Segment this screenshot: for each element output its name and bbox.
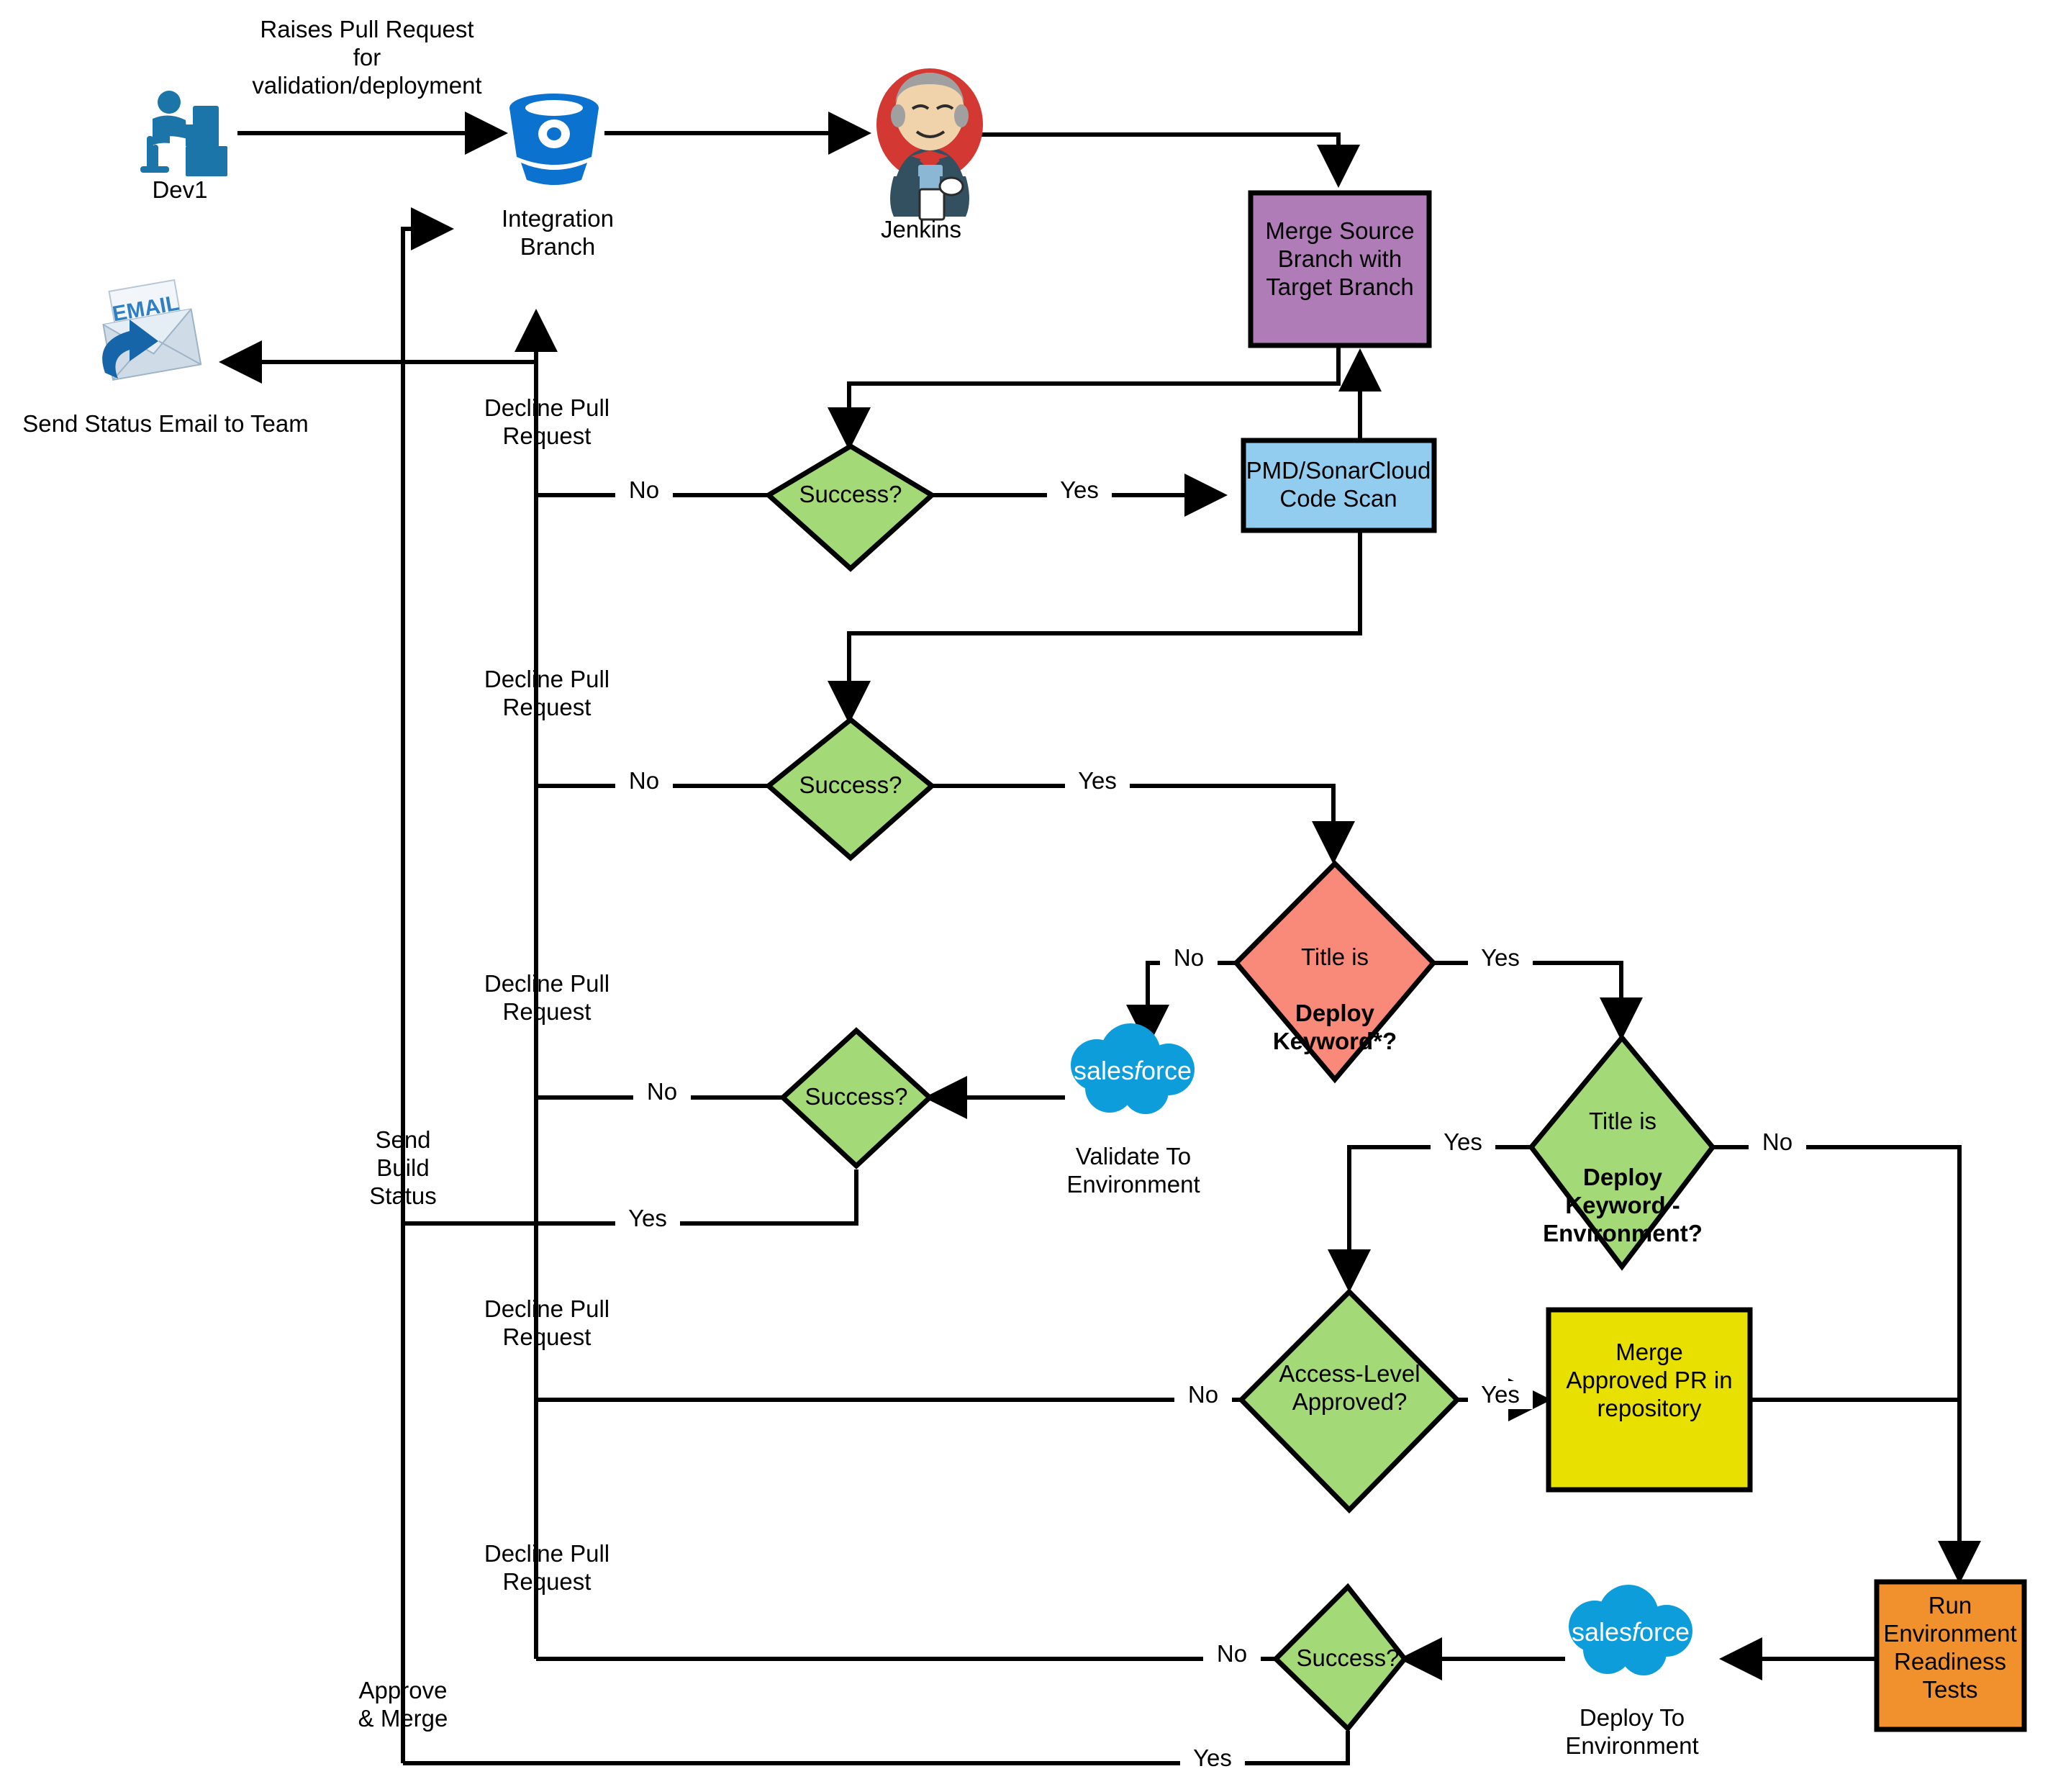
node-deploy-keyword-env bbox=[1528, 1033, 1716, 1271]
node-readiness-tests bbox=[1874, 1579, 2027, 1732]
edge-kwenv-yes bbox=[1328, 1145, 1533, 1293]
edge-label-raises-pr: Raises Pull Request for validation/deplo… bbox=[252, 16, 482, 99]
edge-success2-yes bbox=[930, 784, 1355, 864]
edge-label-decline-1: Decline Pull Request bbox=[484, 394, 610, 449]
node-label-deploy-keyword: Title is Deploy Keyword*? bbox=[1234, 915, 1436, 1056]
edge-label-approve-merge: Approve & Merge bbox=[358, 1677, 448, 1732]
node-label-deploy-keyword-env-bold: Deploy Keyword - Environment? bbox=[1543, 1163, 1703, 1246]
node-deploy-keyword bbox=[1233, 860, 1437, 1084]
edge-label-yes-2: Yes bbox=[1065, 767, 1130, 795]
edge-label-decline-5: Decline Pull Request bbox=[484, 1540, 610, 1595]
edge-label-yes-keyword-env: Yes bbox=[1431, 1128, 1495, 1157]
edge-label-send-build-status: Send Build Status bbox=[369, 1126, 437, 1209]
node-label-success-2: Success? bbox=[799, 771, 902, 798]
edge-merge-to-success1 bbox=[828, 344, 1341, 451]
edge-label-no-keyword: No bbox=[1160, 944, 1218, 972]
node-merge-pr bbox=[1546, 1307, 1753, 1493]
node-label-merge-pr: Merge Approved PR in repository bbox=[1566, 1339, 1733, 1421]
edge-label-no-4: No bbox=[1203, 1640, 1261, 1668]
node-code-scan bbox=[1241, 438, 1437, 533]
integration-branch-label: Integration Branch bbox=[502, 205, 614, 260]
edge-label-yes-3: Yes bbox=[615, 1205, 680, 1233]
node-label-success-3: Success? bbox=[805, 1083, 908, 1110]
node-label-merge-source: Merge Source Branch with Target Branch bbox=[1265, 217, 1415, 300]
edge-keyword-no bbox=[1126, 961, 1236, 1048]
node-label-deploy-keyword-bold: Deploy Keyword*? bbox=[1272, 999, 1397, 1054]
jenkins-butler-icon bbox=[876, 68, 983, 221]
edge-back-to-integration-branch bbox=[401, 207, 454, 1763]
edge-success3-yes bbox=[403, 1169, 858, 1226]
edge-label-no-2: No bbox=[615, 767, 673, 795]
edge-label-decline-3: Decline Pull Request bbox=[484, 970, 610, 1025]
edge-codescan-to-success2 bbox=[828, 529, 1362, 724]
edge-label-yes-4: Yes bbox=[1180, 1745, 1245, 1773]
jenkins-label: Jenkins bbox=[881, 216, 961, 243]
edge-success4-yes bbox=[403, 1731, 1350, 1765]
edge-keyword-yes bbox=[1432, 961, 1643, 1041]
edges bbox=[219, 112, 1981, 1765]
svg-text:salesforce: salesforce bbox=[1074, 1056, 1192, 1085]
node-success-1 bbox=[764, 443, 936, 572]
node-merge-source bbox=[1248, 190, 1432, 348]
edge-label-no-access: No bbox=[1174, 1381, 1232, 1409]
edge-label-yes-1: Yes bbox=[1047, 476, 1112, 504]
node-label-deploy-keyword-env: Title is Deploy Keyword - Environment? bbox=[1521, 1080, 1724, 1248]
salesforce-cloud-validate-icon: salesforce bbox=[1071, 1023, 1195, 1114]
node-success-2 bbox=[764, 716, 936, 861]
node-label-deploy-keyword-env-plain: Title is bbox=[1588, 1107, 1657, 1134]
node-label-access-level: Access-Level Approved? bbox=[1279, 1360, 1420, 1415]
edge-label-yes-access: Yes bbox=[1468, 1381, 1533, 1409]
edge-label-yes-keyword: Yes bbox=[1468, 944, 1533, 972]
edge-label-decline-2: Decline Pull Request bbox=[484, 666, 610, 720]
node-label-readiness-tests: Run Environment Readiness Tests bbox=[1883, 1592, 2017, 1703]
salesforce-cloud-deploy-icon: salesforce bbox=[1569, 1585, 1692, 1675]
edge-label-no-1: No bbox=[615, 476, 673, 504]
bitbucket-repo-icon bbox=[509, 94, 599, 185]
node-access-level bbox=[1238, 1288, 1461, 1513]
node-label-deploy-sf: Deploy To Environment bbox=[1565, 1704, 1699, 1759]
node-label-code-scan: PMD/SonarCloud Code Scan bbox=[1246, 457, 1431, 512]
node-label-success-1: Success? bbox=[799, 481, 902, 507]
node-success-4 bbox=[1272, 1583, 1408, 1733]
edge-label-decline-4: Decline Pull Request bbox=[484, 1295, 610, 1350]
node-label-deploy-keyword-plain: Title is bbox=[1300, 943, 1369, 970]
node-label-success-4: Success? bbox=[1296, 1644, 1400, 1671]
dev-label: Dev1 bbox=[152, 176, 208, 203]
email-label: Send Status Email to Team bbox=[22, 410, 309, 437]
edge-jenkins-to-merge bbox=[957, 132, 1360, 188]
node-success-3 bbox=[779, 1027, 934, 1169]
edge-label-no-keyword-env: No bbox=[1749, 1128, 1806, 1157]
svg-text:salesforce: salesforce bbox=[1572, 1617, 1690, 1647]
email-envelope-icon: EMAIL bbox=[102, 279, 202, 381]
edge-label-no-3: No bbox=[633, 1078, 691, 1106]
developer-at-desk-icon bbox=[140, 91, 227, 176]
node-label-validate-sf: Validate To Environment bbox=[1066, 1143, 1200, 1198]
